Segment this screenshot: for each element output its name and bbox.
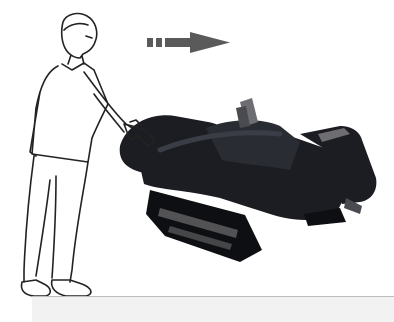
person-legs bbox=[24, 156, 88, 282]
person-shoe-left bbox=[22, 280, 51, 296]
motion-arrow-icon bbox=[147, 32, 230, 53]
floor bbox=[32, 296, 394, 322]
person-torso bbox=[32, 66, 108, 162]
person-shoe-right bbox=[52, 280, 91, 296]
person-head bbox=[62, 14, 97, 58]
massage-chair bbox=[120, 98, 377, 262]
